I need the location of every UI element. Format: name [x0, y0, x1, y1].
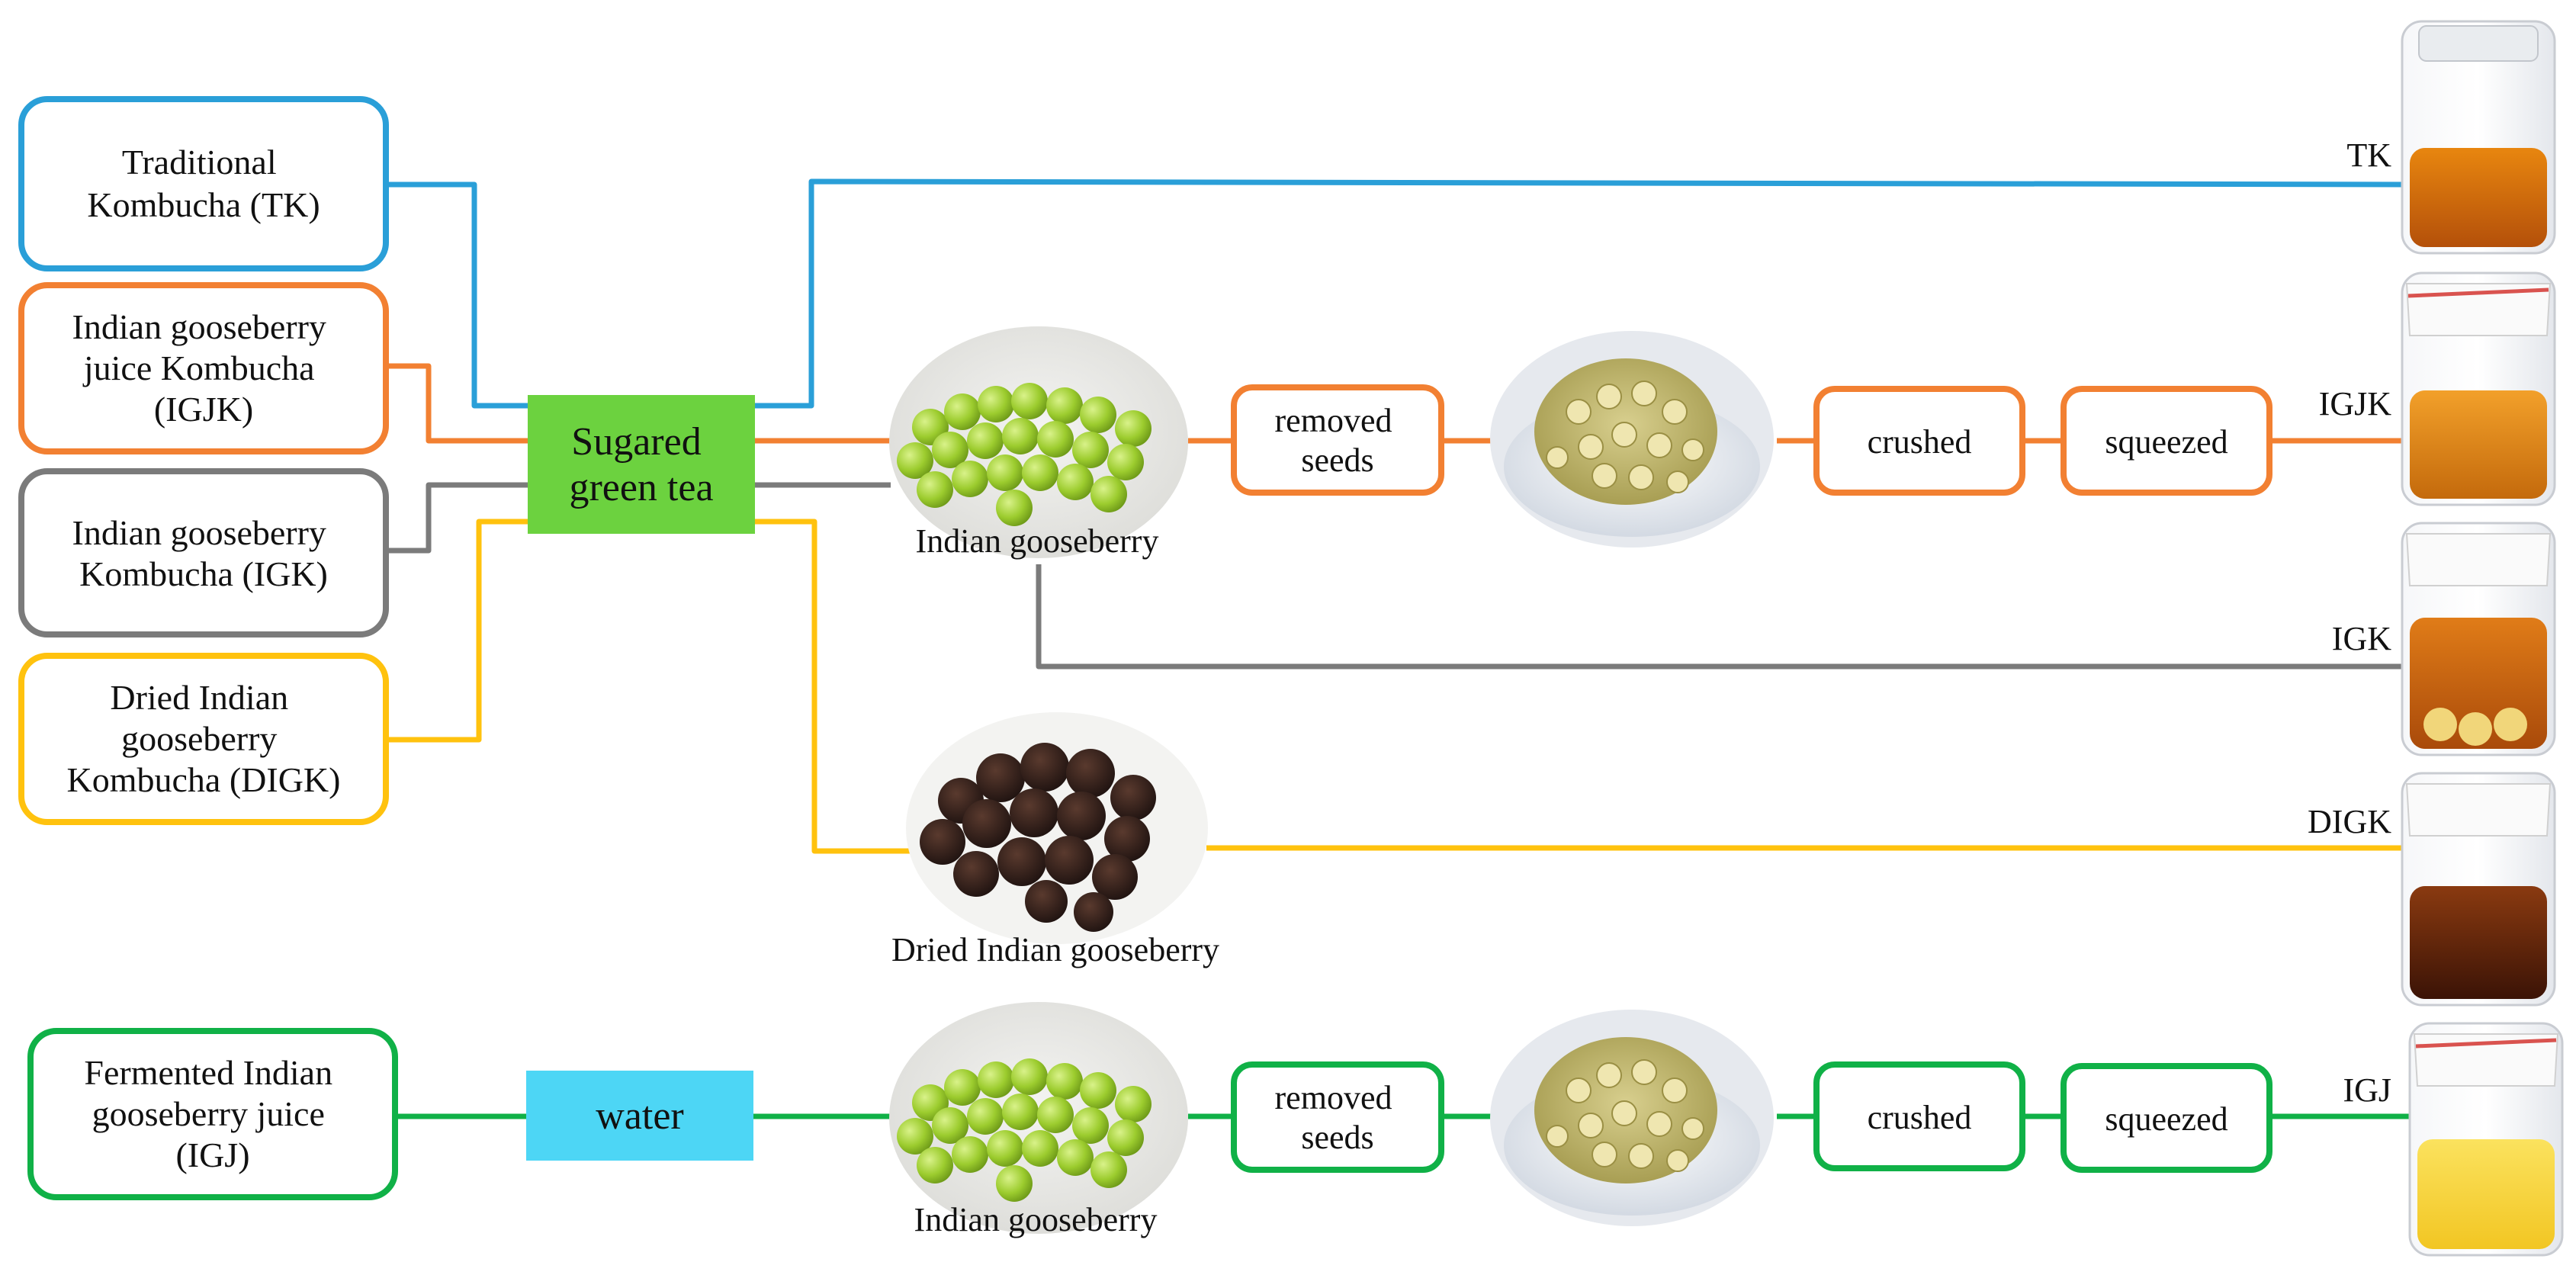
- source-digk-line3: Kombucha (DIGK): [67, 760, 341, 799]
- source-digk-line2: gooseberry: [121, 719, 277, 758]
- step-removed-seeds-bottom-line2: seeds: [1301, 1119, 1373, 1156]
- step-crushed-bottom-label: crushed: [1868, 1099, 1972, 1136]
- jar-igjk: [2401, 271, 2556, 506]
- svg-text:removed seeds: removed seeds: [1275, 1079, 1401, 1156]
- svg-text:Traditional Kombucha (TK: Traditional Kombucha (TK): [87, 143, 320, 224]
- deseeded-plate-bottom: [1490, 1010, 1774, 1226]
- step-squeezed-bottom: squeezed: [2060, 1063, 2272, 1173]
- digk-line: [387, 519, 528, 743]
- jar-tk: [2401, 20, 2556, 255]
- source-digk-box: Dried Indian gooseberry Kombucha (DIGK): [18, 653, 389, 825]
- svg-text:Fermented Indian goosebe: Fermented Indian gooseberry juice (IGJ): [84, 1053, 341, 1174]
- gooseberry-photo-bottom: Indian gooseberry: [889, 1002, 1188, 1238]
- jar-digk: [2401, 772, 2556, 1007]
- step-squeezed-top: squeezed: [2060, 386, 2272, 496]
- gooseberry-fruits-top: [897, 383, 1151, 526]
- step-removed-seeds-bottom-line1: removed: [1275, 1079, 1392, 1116]
- step-removed-seeds-top: removed seeds: [1231, 384, 1444, 496]
- source-igj-line2: gooseberry juice: [92, 1094, 325, 1133]
- gooseberry-label-bottom: Indian gooseberry: [914, 1201, 1158, 1238]
- source-igj-box: Fermented Indian gooseberry juice (IGJ): [27, 1028, 398, 1200]
- igk-output-line: [1036, 564, 2408, 670]
- water-label: water: [596, 1094, 683, 1138]
- source-igjk-box: Indian gooseberry juice Kombucha (IGJK): [18, 282, 389, 454]
- svg-text:removed seeds: removed seeds: [1275, 402, 1401, 479]
- output-tk-label: TK: [2346, 136, 2391, 174]
- step-removed-seeds-top-line2: seeds: [1301, 442, 1373, 479]
- dried-fruits: [920, 743, 1156, 932]
- source-igjk-line1: Indian gooseberry: [72, 307, 326, 346]
- step-squeezed-bottom-label: squeezed: [2105, 1100, 2228, 1138]
- deseeded-plate-top: [1490, 331, 1774, 548]
- svg-text:Dried Indian gooseberry: Dried Indian gooseberry Kombucha (DIGK): [67, 678, 341, 799]
- source-tk-line2: Kombucha (TK): [87, 185, 320, 224]
- source-tk-line1: Traditional: [122, 143, 277, 181]
- dried-gooseberry-label: Dried Indian gooseberry: [891, 931, 1219, 968]
- tk-line: [387, 181, 528, 409]
- output-igj-label: IGJ: [2343, 1071, 2391, 1109]
- gooseberry-label-top: Indian gooseberry: [916, 522, 1159, 560]
- source-igk-line2: Kombucha (IGK): [79, 554, 328, 593]
- svg-text:Sugared green tea: Sugared green tea: [569, 420, 713, 509]
- dried-gooseberry-photo: Dried Indian gooseberry: [891, 712, 1219, 968]
- step-removed-seeds-bottom: removed seeds: [1231, 1061, 1444, 1173]
- water-box: water: [526, 1071, 753, 1161]
- connector-lines: [387, 178, 2411, 1119]
- source-digk-line1: Dried Indian: [110, 678, 288, 717]
- source-igk-line1: Indian gooseberry: [72, 513, 326, 552]
- igk-line: [387, 482, 528, 554]
- tk-output-line: [755, 178, 2409, 409]
- source-tk-box: Traditional Kombucha (TK): [18, 96, 389, 271]
- step-squeezed-top-label: squeezed: [2105, 423, 2228, 461]
- step-removed-seeds-top-line1: removed: [1275, 402, 1392, 439]
- source-igjk-line2: juice Kombucha: [82, 348, 315, 387]
- source-igj-line3: (IGJ): [175, 1135, 249, 1174]
- step-crushed-top-label: crushed: [1868, 423, 1972, 461]
- igjk-line: [387, 363, 528, 444]
- output-igjk-label: IGJK: [2319, 385, 2392, 422]
- gooseberry-photo-top: Indian gooseberry: [889, 326, 1188, 560]
- jar-igk: [2401, 522, 2556, 756]
- svg-text:Indian gooseberry juice: Indian gooseberry juice Kombucha (IGJK): [72, 307, 336, 429]
- source-igk-box: Indian gooseberry Kombucha (IGK): [18, 468, 389, 638]
- jar-igj: [2408, 1022, 2564, 1257]
- sugared-green-tea-box: Sugared green tea: [528, 395, 755, 534]
- output-labels: TK IGJK IGK DIGK IGJ: [2308, 136, 2391, 1109]
- output-igk-label: IGK: [2332, 620, 2391, 657]
- svg-text:Indian gooseberry Kombuc: Indian gooseberry Kombucha (IGK): [72, 513, 336, 593]
- sugared-line2: green tea: [569, 466, 713, 509]
- source-igjk-line3: (IGJK): [154, 390, 253, 429]
- source-igj-line1: Fermented Indian: [84, 1053, 332, 1092]
- digk-line-2: [755, 519, 911, 854]
- output-digk-label: DIGK: [2308, 803, 2391, 840]
- gooseberry-fruits-bottom: [897, 1058, 1151, 1202]
- step-crushed-top: crushed: [1813, 386, 2025, 496]
- step-crushed-bottom: crushed: [1813, 1061, 2025, 1171]
- sugared-line1: Sugared: [571, 420, 701, 464]
